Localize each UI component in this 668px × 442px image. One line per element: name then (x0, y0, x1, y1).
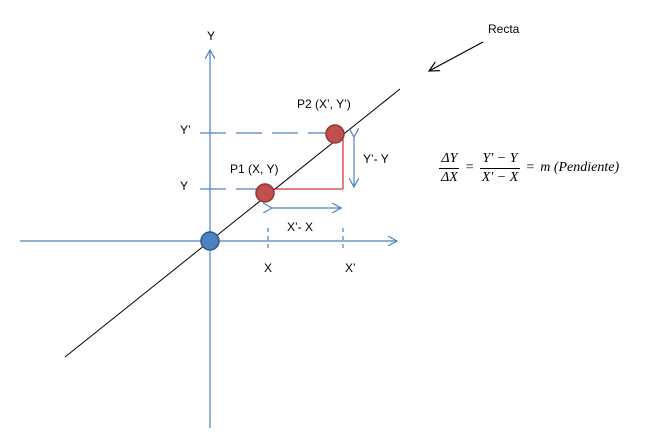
recta-label: Recta (488, 22, 520, 36)
difference-denominator: X′ − X (481, 169, 519, 185)
delta-x-label: X’- X (287, 220, 313, 234)
difference-numerator: Y′ − Y (480, 151, 520, 169)
delta-y-numerator: ΔY (439, 151, 460, 169)
delta-fraction: ΔY ΔX (439, 151, 460, 186)
difference-fraction: Y′ − Y X′ − X (480, 151, 521, 186)
p1-label: P1 (X, Y) (230, 162, 278, 176)
slope-formula: ΔY ΔX = Y′ − Y X′ − X = m (Pendiente) (437, 143, 619, 193)
recta-line (64, 88, 401, 358)
recta-pointer-arrow (429, 41, 484, 71)
equals-sign: = (465, 160, 474, 175)
origin-point (200, 231, 220, 251)
slope-result: m (Pendiente) (540, 160, 620, 175)
y-axis-label: Y (207, 29, 215, 43)
point-p1 (255, 183, 275, 203)
y-prime-label: Y’ (180, 123, 191, 137)
x-prime-label: X’ (345, 261, 356, 275)
y-label: Y (180, 179, 188, 193)
equals-sign-2: = (526, 160, 535, 175)
delta-x-denominator: ΔX (441, 169, 458, 185)
delta-y-label: Y’- Y (363, 152, 389, 166)
p2-label: P2 (X’, Y’) (297, 97, 351, 111)
point-p2 (325, 124, 345, 144)
x-label: X (264, 261, 272, 275)
